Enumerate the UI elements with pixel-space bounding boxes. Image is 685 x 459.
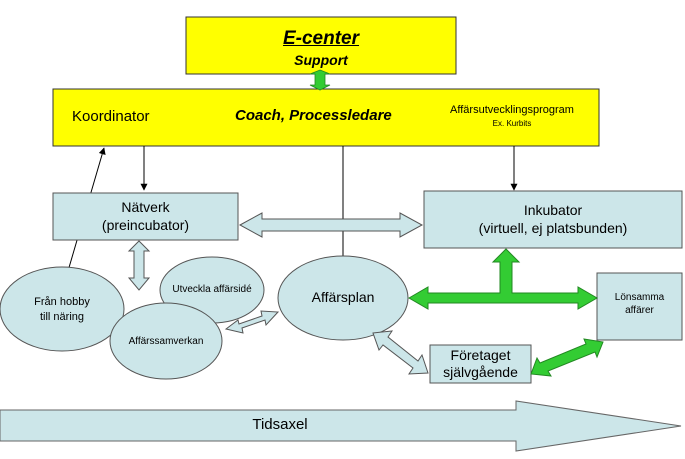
affarssamverkan-ellipse xyxy=(109,302,223,380)
tidsaxel-label: Tidsaxel xyxy=(252,416,308,433)
ecenter-support-arrow xyxy=(309,69,331,91)
coordinator-bar xyxy=(52,88,600,147)
time-axis-arrow xyxy=(0,400,682,452)
affarsplan-ellipse xyxy=(277,255,409,341)
foretaget-line2: självgående xyxy=(443,364,518,380)
inkubator-box xyxy=(423,190,683,249)
lonsamma-line2: affärer xyxy=(625,305,654,316)
utveckla-label: Utveckla affärsidé xyxy=(172,284,252,295)
green-affarsplan-lonsamma-inkubator-arrow xyxy=(408,248,598,310)
foretaget-box xyxy=(429,344,532,384)
affarsplan-foretaget-arrow xyxy=(372,330,429,375)
affarssamverkan-label: Affärssamverkan xyxy=(128,336,204,347)
samverkan-affarsplan-arrow xyxy=(224,310,280,334)
natverk-line1: Nätverk xyxy=(121,199,170,215)
program-sublabel: Ex. Kurbits xyxy=(492,119,532,128)
fran-hobby-ellipse xyxy=(0,266,125,352)
green-foretaget-lonsamma-arrow xyxy=(530,338,604,377)
program-label: Affärsutvecklingsprogram xyxy=(450,104,574,116)
ecenter-box xyxy=(185,16,457,75)
fran-hobby-line2: till näring xyxy=(39,311,85,323)
natverk-inkubator-arrow xyxy=(238,212,424,238)
lonsamma-line1: Lönsamma xyxy=(614,292,665,303)
ecenter-subtitle: Support xyxy=(294,52,348,68)
inkubator-line1: Inkubator xyxy=(523,202,583,218)
natverk-box xyxy=(52,192,239,241)
coach-label: Coach, Processledare xyxy=(235,107,392,124)
inkubator-line2: (virtuell, ej platsbunden) xyxy=(478,220,628,236)
lonsamma-box xyxy=(596,272,683,341)
natverk-down-arrow xyxy=(127,240,151,291)
fran-hobby-line1: Från hobby xyxy=(34,296,90,308)
koordinator-label: Koordinator xyxy=(72,108,150,125)
foretaget-line1: Företaget xyxy=(450,347,511,363)
affarsplan-label: Affärsplan xyxy=(311,289,375,305)
natverk-line2: (preincubator) xyxy=(101,217,190,233)
ecenter-title: E-center xyxy=(282,28,360,49)
